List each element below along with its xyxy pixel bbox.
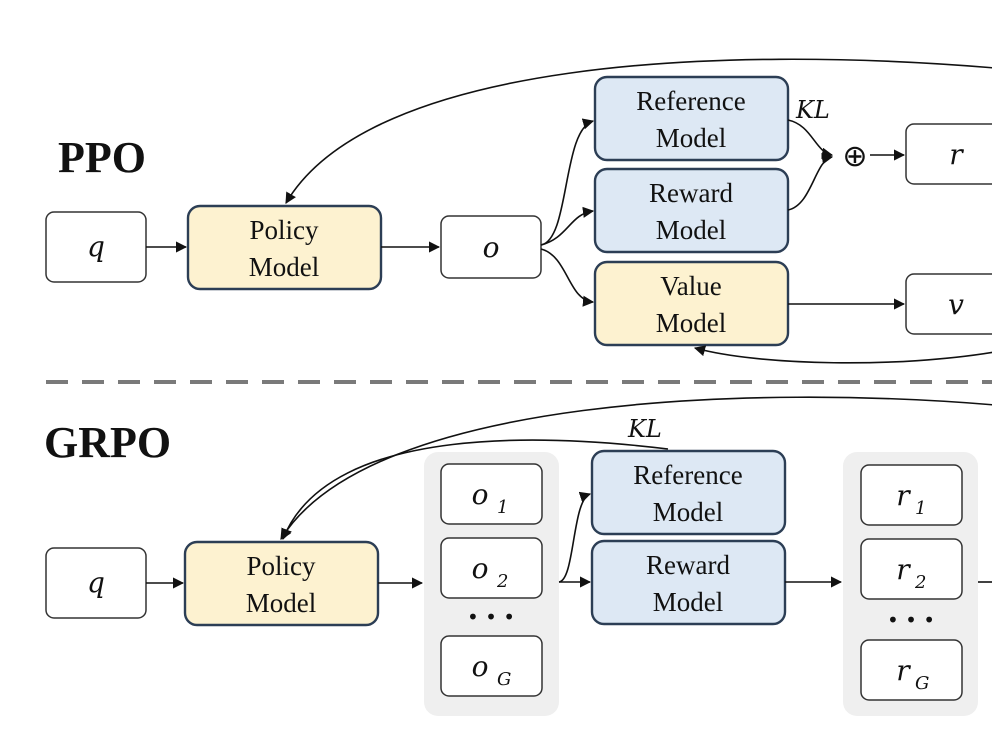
grpo-policy-model: Policy Model	[183, 540, 380, 627]
grpo-output-g-base: o	[472, 650, 489, 683]
grpo-reward-line2: Model	[653, 587, 724, 617]
grpo-output-box-g: o G	[440, 635, 543, 697]
ppo-reference-model: Reference Model	[593, 75, 790, 162]
ppo-r-label: r	[949, 138, 964, 171]
ppo-reward-line2: Model	[656, 215, 727, 245]
ppo-arrow-reference-plus	[787, 119, 834, 159]
grpo-kl-arrow-policy	[281, 439, 669, 541]
ppo-plus-symbol: ⊕	[842, 139, 867, 174]
grpo-reference-line1: Reference	[633, 460, 742, 490]
ppo-reference-line1: Reference	[636, 86, 745, 116]
ppo-r-box: r	[905, 123, 992, 185]
ppo-value-line1: Value	[660, 271, 721, 301]
ppo-reference-line2: Model	[656, 123, 727, 153]
ppo-reward-model: Reward Model	[593, 167, 790, 254]
grpo-policy-line1: Policy	[246, 551, 316, 581]
grpo-reward-1-sub: 1	[915, 498, 926, 519]
ppo-feedback-arrow-value	[693, 345, 992, 364]
grpo-reward-1-base: r	[896, 479, 911, 512]
grpo-output-box-1: o 1	[440, 463, 543, 525]
grpo-output-box-2: o 2	[440, 537, 543, 599]
ppo-policy-model: Policy Model	[186, 204, 383, 291]
ppo-feedback-arrow-policy	[285, 58, 992, 204]
grpo-reward-2-base: r	[896, 553, 911, 586]
ppo-value-line2: Model	[656, 308, 727, 338]
ppo-o-box: o	[440, 215, 542, 279]
grpo-output-2-base: o	[472, 552, 489, 585]
grpo-reference-line2: Model	[653, 497, 724, 527]
grpo-arrow-outputs-reference	[558, 491, 592, 583]
ppo-arrow-o-value	[540, 248, 595, 307]
grpo-reward-g-base: r	[896, 654, 911, 687]
ppo-policy-line1: Policy	[249, 215, 319, 245]
ppo-v-box: v	[905, 273, 992, 335]
grpo-reward-g-sub: G	[915, 673, 929, 694]
grpo-reference-model: Reference Model	[590, 449, 787, 536]
grpo-output-1-sub: 1	[497, 497, 508, 518]
grpo-reward-box-g: r G	[860, 639, 963, 701]
grpo-reward-model: Reward Model	[590, 539, 787, 626]
grpo-q-label: q	[87, 566, 105, 599]
ppo-policy-line2: Model	[249, 252, 320, 282]
ppo-o-label: o	[483, 231, 500, 264]
ppo-arrow-o-reference	[540, 118, 595, 246]
grpo-feedback-arrow-policy	[280, 396, 992, 540]
ppo-v-label: v	[948, 288, 964, 321]
grpo-reward-line1: Reward	[646, 550, 730, 580]
ppo-kl-label: KL	[795, 96, 830, 124]
grpo-kl-label: KL	[627, 415, 662, 443]
grpo-q-box: q	[45, 547, 147, 619]
grpo-reward-2-sub: 2	[914, 572, 926, 593]
ppo-q-label: q	[87, 230, 105, 263]
ppo-arrow-reward-plus	[787, 153, 834, 211]
grpo-rewards-ellipsis: • • •	[887, 608, 935, 632]
grpo-title: GRPO	[44, 418, 171, 467]
grpo-policy-line2: Model	[246, 588, 317, 618]
grpo-output-1-base: o	[472, 478, 489, 511]
ppo-reward-line1: Reward	[649, 178, 733, 208]
grpo-reward-box-2: r 2	[860, 538, 963, 600]
grpo-output-2-sub: 2	[496, 571, 508, 592]
ppo-arrow-o-reward	[540, 206, 595, 246]
grpo-output-g-sub: G	[497, 669, 511, 690]
ppo-title: PPO	[58, 133, 146, 182]
grpo-reward-box-1: r 1	[860, 464, 963, 526]
ppo-q-box: q	[45, 211, 147, 283]
grpo-outputs-ellipsis: • • •	[467, 605, 515, 629]
ppo-value-model: Value Model	[593, 260, 790, 347]
